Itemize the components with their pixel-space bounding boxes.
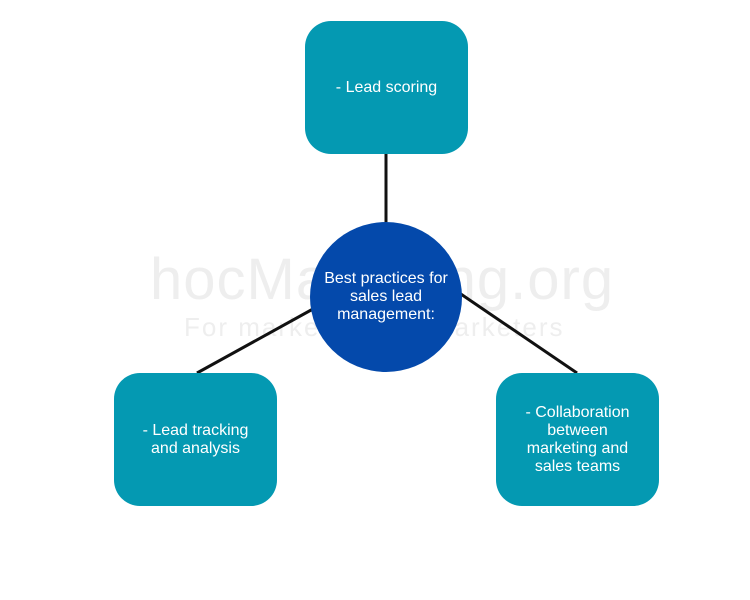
node-collaboration: - Collaboration between marketing and sa… (496, 373, 659, 506)
center-node-label: Best practices for sales lead management… (324, 270, 448, 323)
connector-left (196, 302, 323, 375)
connector-right (451, 286, 578, 375)
node-lead-tracking: - Lead tracking and analysis (114, 373, 277, 506)
center-node: Best practices for sales lead management… (310, 222, 462, 372)
node-lead-scoring: - Lead scoring (305, 21, 468, 154)
node-label: - Lead tracking and analysis (142, 421, 249, 457)
node-label: - Collaboration between marketing and sa… (525, 403, 630, 475)
node-label: - Lead scoring (335, 78, 438, 96)
